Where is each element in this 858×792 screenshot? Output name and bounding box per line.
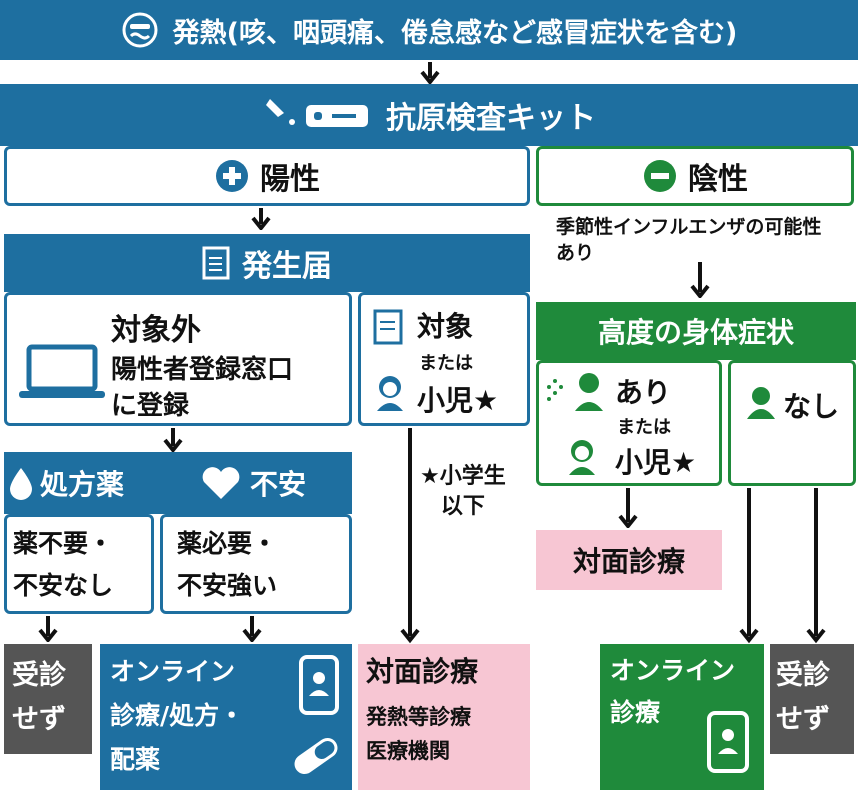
arrow-down-icon [419, 62, 441, 84]
positive-label: 陽性 [260, 162, 320, 197]
face-right-title: 対面診療 [572, 545, 685, 578]
document-icon [202, 246, 230, 280]
antigen-test-kit-icon [262, 95, 372, 135]
no-visit-right: 受診 せず [770, 644, 854, 754]
not-target-title: 対象外 [111, 313, 201, 348]
not-target-box: 対象外 陽性者登録窓口 に登録 [4, 292, 352, 426]
symptom-title: 発熱(咳、咽頭痛、倦怠感など感冒症状を含む) [172, 17, 738, 49]
document-icon [373, 309, 403, 345]
pill-icon [288, 736, 344, 776]
arrow-down-icon [738, 488, 760, 644]
online-right: オンライン 診療 [600, 644, 764, 790]
severe-title: 高度の身体症状 [597, 316, 794, 349]
yes-line3: 小児★ [615, 446, 697, 479]
no-med-box: 薬不要・ 不安なし [4, 514, 154, 614]
target-box: 対象 または 小児★ [358, 292, 530, 426]
face-to-face-right: 対面診療 [536, 530, 722, 590]
face-left-title: 対面診療 [366, 655, 479, 688]
arrow-down-icon [805, 488, 827, 644]
minus-circle-icon [642, 158, 678, 194]
arrow-down-icon [162, 428, 184, 452]
arrow-down-icon [399, 428, 421, 644]
not-target-line1: 陽性者登録窓口 [111, 355, 294, 385]
anxiety-label: 不安 [250, 468, 307, 501]
online-left: オンライン 診療/処方・ 配薬 [100, 644, 352, 790]
no-label: なし [782, 390, 839, 423]
target-line1: 対象 [417, 310, 474, 343]
report-title: 発生届 [242, 249, 332, 284]
antigen-test-title: 抗原検査キット [386, 101, 596, 136]
person-icon [745, 385, 777, 419]
negative-box: 陰性 [536, 146, 854, 206]
child-icon [565, 437, 599, 477]
cough-person-icon [545, 369, 609, 413]
smartphone-icon [298, 654, 340, 716]
not-target-line2: に登録 [111, 391, 190, 421]
plus-circle-icon [214, 158, 250, 194]
no-visit-left: 受診 せず [4, 644, 92, 754]
drop-icon [8, 466, 34, 500]
prescription-group: 処方薬 [8, 452, 124, 514]
yes-line2: または [617, 417, 671, 438]
symptom-header: 発熱(咳、咽頭痛、倦怠感など感冒症状を含む) [0, 0, 858, 60]
face-left-sub: 発熱等診療 医療機関 [366, 705, 471, 763]
online-right-text: オンライン 診療 [610, 656, 736, 727]
yes-box: あり または 小児★ [536, 360, 722, 486]
arrow-down-icon [37, 616, 59, 642]
child-icon [373, 373, 407, 413]
positive-box: 陽性 [4, 146, 530, 206]
antigen-test-header: 抗原検査キット [0, 84, 858, 146]
target-line3: 小児★ [417, 384, 499, 417]
face-to-face-left: 対面診療 発熱等診療 医療機関 [358, 644, 530, 790]
footnote: ★小学生 以下 [420, 464, 506, 519]
arrow-down-icon [241, 616, 263, 642]
arrow-down-icon [250, 208, 272, 230]
influenza-note: 季節性インフルエンザの可能性あり [556, 216, 822, 264]
no-box: なし [728, 360, 856, 486]
report-header: 発生届 [4, 234, 530, 292]
yes-line1: あり [615, 376, 672, 409]
anxiety-group: 不安 [200, 452, 306, 514]
prescription-label: 処方薬 [40, 468, 125, 501]
smartphone-icon [706, 710, 750, 774]
laptop-icon [17, 343, 107, 403]
need-med-box: 薬必要・ 不安強い [160, 514, 352, 614]
arrow-down-icon [689, 262, 711, 298]
severe-header: 高度の身体症状 [536, 302, 856, 360]
thermometer-mouth-icon [121, 11, 159, 49]
prescription-anxiety-header: 処方薬 不安 [4, 452, 352, 514]
negative-label: 陰性 [688, 162, 748, 197]
target-line2: または [419, 353, 473, 374]
online-left-text: オンライン 診療/処方・ 配薬 [110, 657, 245, 774]
arrow-down-icon [617, 488, 639, 528]
heart-icon [200, 465, 242, 501]
